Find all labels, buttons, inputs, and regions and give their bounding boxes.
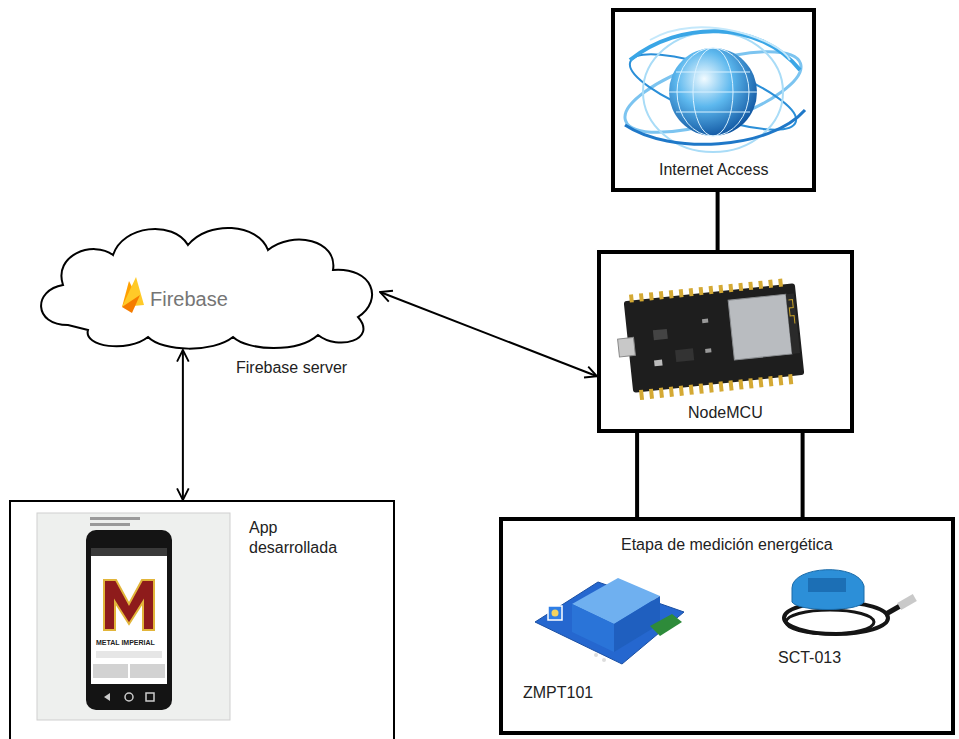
node-caption: Firebase server (236, 358, 347, 378)
node-title: Etapa de medición energética (621, 535, 833, 555)
internet-box: Internet Access (611, 8, 816, 192)
cloud-node: FirebaseFirebase server (28, 215, 380, 350)
connector-arrow (182, 350, 184, 500)
screen-text: METAL IMPERIAL (96, 638, 155, 647)
node-title: Firebase (150, 287, 228, 312)
app-screenshot (37, 513, 230, 720)
globe-icon (616, 27, 810, 152)
cloud-outline (28, 215, 380, 350)
node-title: NodeMCU (688, 403, 763, 423)
microcontroller-box: NodeMCU (597, 250, 854, 433)
measurement-box: Etapa de medición energética (499, 517, 955, 735)
connector-line (716, 192, 720, 250)
connector-line (635, 433, 639, 517)
esp32-board (613, 277, 805, 401)
current-clamp-sensor (784, 570, 917, 634)
part-name: SCT-013 (778, 648, 841, 668)
app-box: App desarrollada (9, 500, 395, 739)
voltage-sensor-module (535, 578, 684, 664)
part-name: ZMPT101 (523, 683, 593, 703)
connector-line (801, 433, 805, 517)
node-title: Internet Access (659, 160, 768, 180)
node-title: App desarrollada (249, 518, 349, 558)
connector-arrow (380, 292, 597, 376)
